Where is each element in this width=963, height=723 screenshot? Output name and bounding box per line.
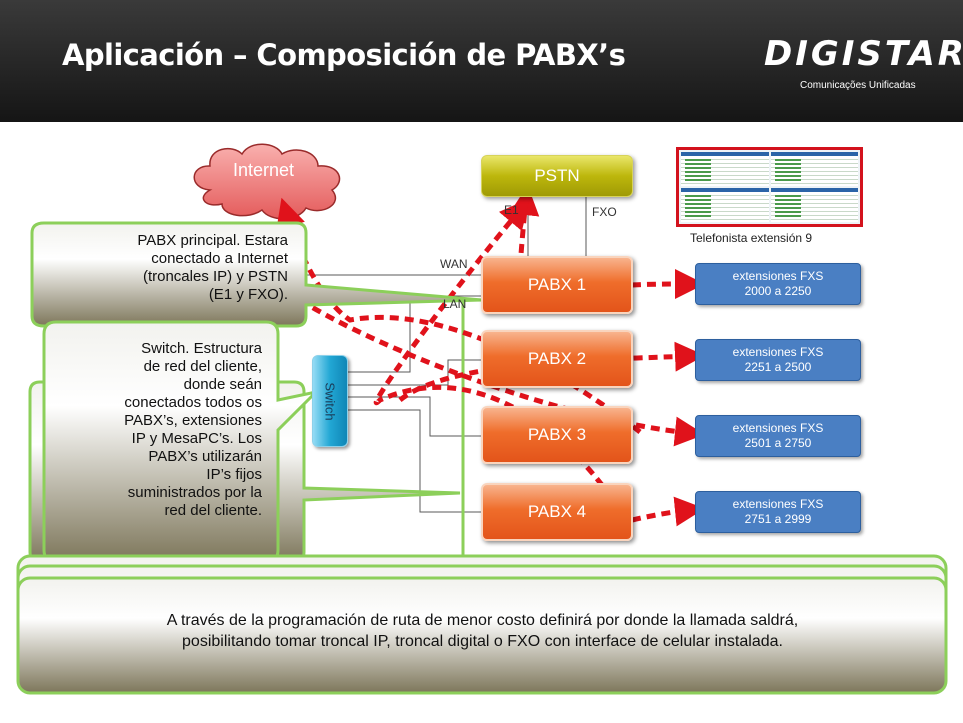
callout-pabx-main-shape: [30, 221, 483, 328]
e1-label: E1: [504, 203, 519, 217]
callout-line: red del cliente.: [164, 502, 262, 519]
lan-line-pabx2: [348, 359, 483, 386]
callout-switch-text: Switch. Estructura de red del cliente, d…: [50, 340, 262, 520]
callout-line: PABX principal. Estara: [137, 232, 288, 249]
callout-line: PABX’s, extensiones: [124, 412, 262, 429]
extension-range: 2751 a 2999: [744, 512, 812, 526]
pabx-1-node: PABX 1: [481, 256, 633, 314]
extension-title: extensiones FXS: [732, 345, 824, 359]
internet-cloud: [193, 143, 341, 220]
fxo-label: FXO: [592, 205, 617, 219]
wan-label: WAN: [440, 257, 468, 271]
callout-line: (E1 y FXO).: [208, 286, 288, 303]
callout-pabx-main-text: PABX principal. Estara conectado a Inter…: [48, 232, 288, 304]
slide-header: Aplicación – Composición de PABX’s DIGIS…: [0, 0, 963, 122]
callout-line: conectado a Internet: [151, 250, 288, 267]
extension-title: extensiones FXS: [732, 269, 824, 283]
lan-line-pabx4: [348, 409, 483, 513]
route-ext-2000: [631, 269, 705, 300]
callout-line: suministrados por la: [127, 484, 262, 501]
route-ext-2751: [631, 496, 705, 527]
logo-subtitle: Comunicações Unificadas: [800, 80, 916, 91]
extension-title: extensiones FXS: [732, 497, 824, 511]
callout-line: de red del cliente,: [143, 358, 262, 375]
callout-routing-text: A través de la programación de ruta de m…: [30, 610, 935, 652]
callout-line: conectados todos os: [124, 394, 262, 411]
logo-wordmark: DIGISTAR: [764, 34, 963, 74]
callout-line: IP’s fijos: [206, 466, 262, 483]
operator-caption: Telefonista extensión 9: [690, 231, 813, 245]
callout-line: Switch. Estructura: [141, 340, 262, 357]
pabx-3-node: PABX 3: [481, 406, 633, 464]
digistar-logo: DIGISTAR Comunicações Unificadas: [760, 32, 963, 102]
pabx-4-node: PABX 4: [481, 483, 633, 541]
extension-range: 2000 a 2250: [744, 284, 812, 298]
pstn-node: PSTN: [481, 155, 633, 197]
switch-node: Switch: [312, 355, 348, 447]
callout-line: donde seán: [183, 376, 262, 393]
internet-label: Internet: [233, 160, 295, 180]
callout-line: (troncales IP) y PSTN: [142, 268, 288, 285]
slide-title: Aplicación – Composición de PABX’s: [62, 38, 626, 72]
screen-panel: [770, 152, 858, 186]
callout-line: posibilitando tomar troncal IP, troncal …: [182, 633, 783, 650]
extension-title: extensiones FXS: [732, 421, 824, 435]
pabx-2-node: PABX 2: [481, 330, 633, 388]
callout-line: A través de la programación de ruta de m…: [166, 612, 799, 629]
callout-routing-shape: [16, 576, 948, 695]
callout-line: IP y MesaPC’s. Los: [131, 430, 262, 447]
switch-label: Switch: [322, 381, 338, 421]
extension-range: 2251 a 2500: [744, 360, 812, 374]
lan-label: LAN: [443, 297, 467, 311]
callout-line: PABX’s utilizarán: [148, 448, 262, 465]
operator-screenshot: [676, 147, 863, 227]
screen-panel: [681, 152, 769, 186]
extension-range: 2501 a 2750: [744, 436, 812, 450]
screen-panel: [681, 188, 769, 222]
screen-panel: [770, 188, 858, 222]
